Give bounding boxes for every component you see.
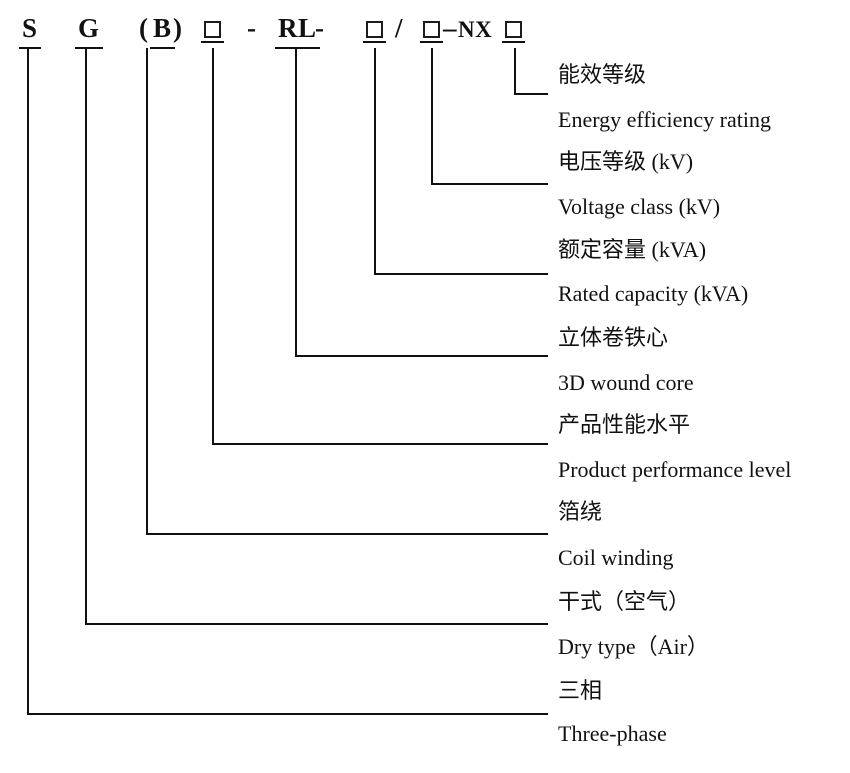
placeholder-box-icon	[505, 21, 522, 38]
label-en-rated-capacity: Rated capacity (kVA)	[558, 281, 749, 306]
connector-vertical-three-phase	[27, 48, 29, 715]
label-en-energy-efficiency: Energy efficiency rating	[558, 107, 771, 132]
connector-horizontal-coil-winding	[146, 533, 548, 535]
label-zh-3d-wound-core: 立体卷铁心	[558, 325, 669, 350]
code-token-rl: RL	[275, 12, 320, 50]
code-token-nx: NX	[458, 17, 493, 42]
connector-vertical-rated-capacity	[374, 48, 376, 275]
connector-vertical-voltage-class	[431, 48, 433, 185]
placeholder-box-icon	[423, 21, 440, 38]
connector-horizontal-rated-capacity	[374, 273, 548, 275]
connector-vertical-coil-winding	[146, 48, 148, 535]
label-zh-performance-level: 产品性能水平	[558, 412, 691, 437]
label-en-3d-wound-core: 3D wound core	[558, 370, 694, 395]
connector-horizontal-dry-type	[85, 623, 548, 625]
label-en-dry-type: Dry type（Air）	[558, 634, 709, 659]
code-token-dash: –	[443, 13, 457, 43]
label-en-voltage-class: Voltage class (kV)	[558, 194, 721, 219]
code-token-slash: /	[395, 13, 404, 43]
code-token-box-2	[363, 21, 386, 43]
code-token-g: G	[75, 12, 103, 50]
connector-horizontal-energy-efficiency	[514, 93, 548, 95]
code-token-paren-close: )	[173, 13, 183, 43]
connector-vertical-energy-efficiency	[514, 48, 516, 95]
connector-horizontal-3d-wound-core	[295, 355, 548, 357]
label-en-coil-winding: Coil winding	[558, 545, 674, 570]
code-token-hyphen-2: -	[315, 13, 325, 43]
connector-vertical-dry-type	[85, 48, 87, 625]
label-zh-coil-winding: 箔绕	[558, 499, 603, 524]
code-token-s: S	[19, 12, 41, 50]
label-zh-voltage-class: 电压等级 (kV)	[558, 149, 694, 174]
connector-horizontal-three-phase	[27, 713, 548, 715]
label-zh-three-phase: 三相	[558, 678, 603, 703]
connector-horizontal-voltage-class	[431, 183, 548, 185]
label-zh-energy-efficiency: 能效等级	[558, 62, 647, 87]
label-en-performance-level: Product performance level	[558, 457, 792, 482]
code-token-box-3	[420, 21, 443, 43]
connector-vertical-3d-wound-core	[295, 48, 297, 357]
label-zh-rated-capacity: 额定容量 (kVA)	[558, 237, 707, 262]
label-en-three-phase: Three-phase	[558, 721, 667, 746]
code-token-box-4	[502, 21, 525, 43]
code-token-b: B	[150, 12, 175, 50]
connector-horizontal-performance-level	[212, 443, 548, 445]
code-token-paren-open: (	[139, 13, 149, 43]
code-token-box-1	[201, 21, 224, 43]
code-token-hyphen-1: -	[247, 13, 257, 43]
placeholder-box-icon	[204, 21, 221, 38]
label-zh-dry-type: 干式（空气）	[558, 589, 691, 614]
connector-vertical-performance-level	[212, 48, 214, 445]
placeholder-box-icon	[366, 21, 383, 38]
